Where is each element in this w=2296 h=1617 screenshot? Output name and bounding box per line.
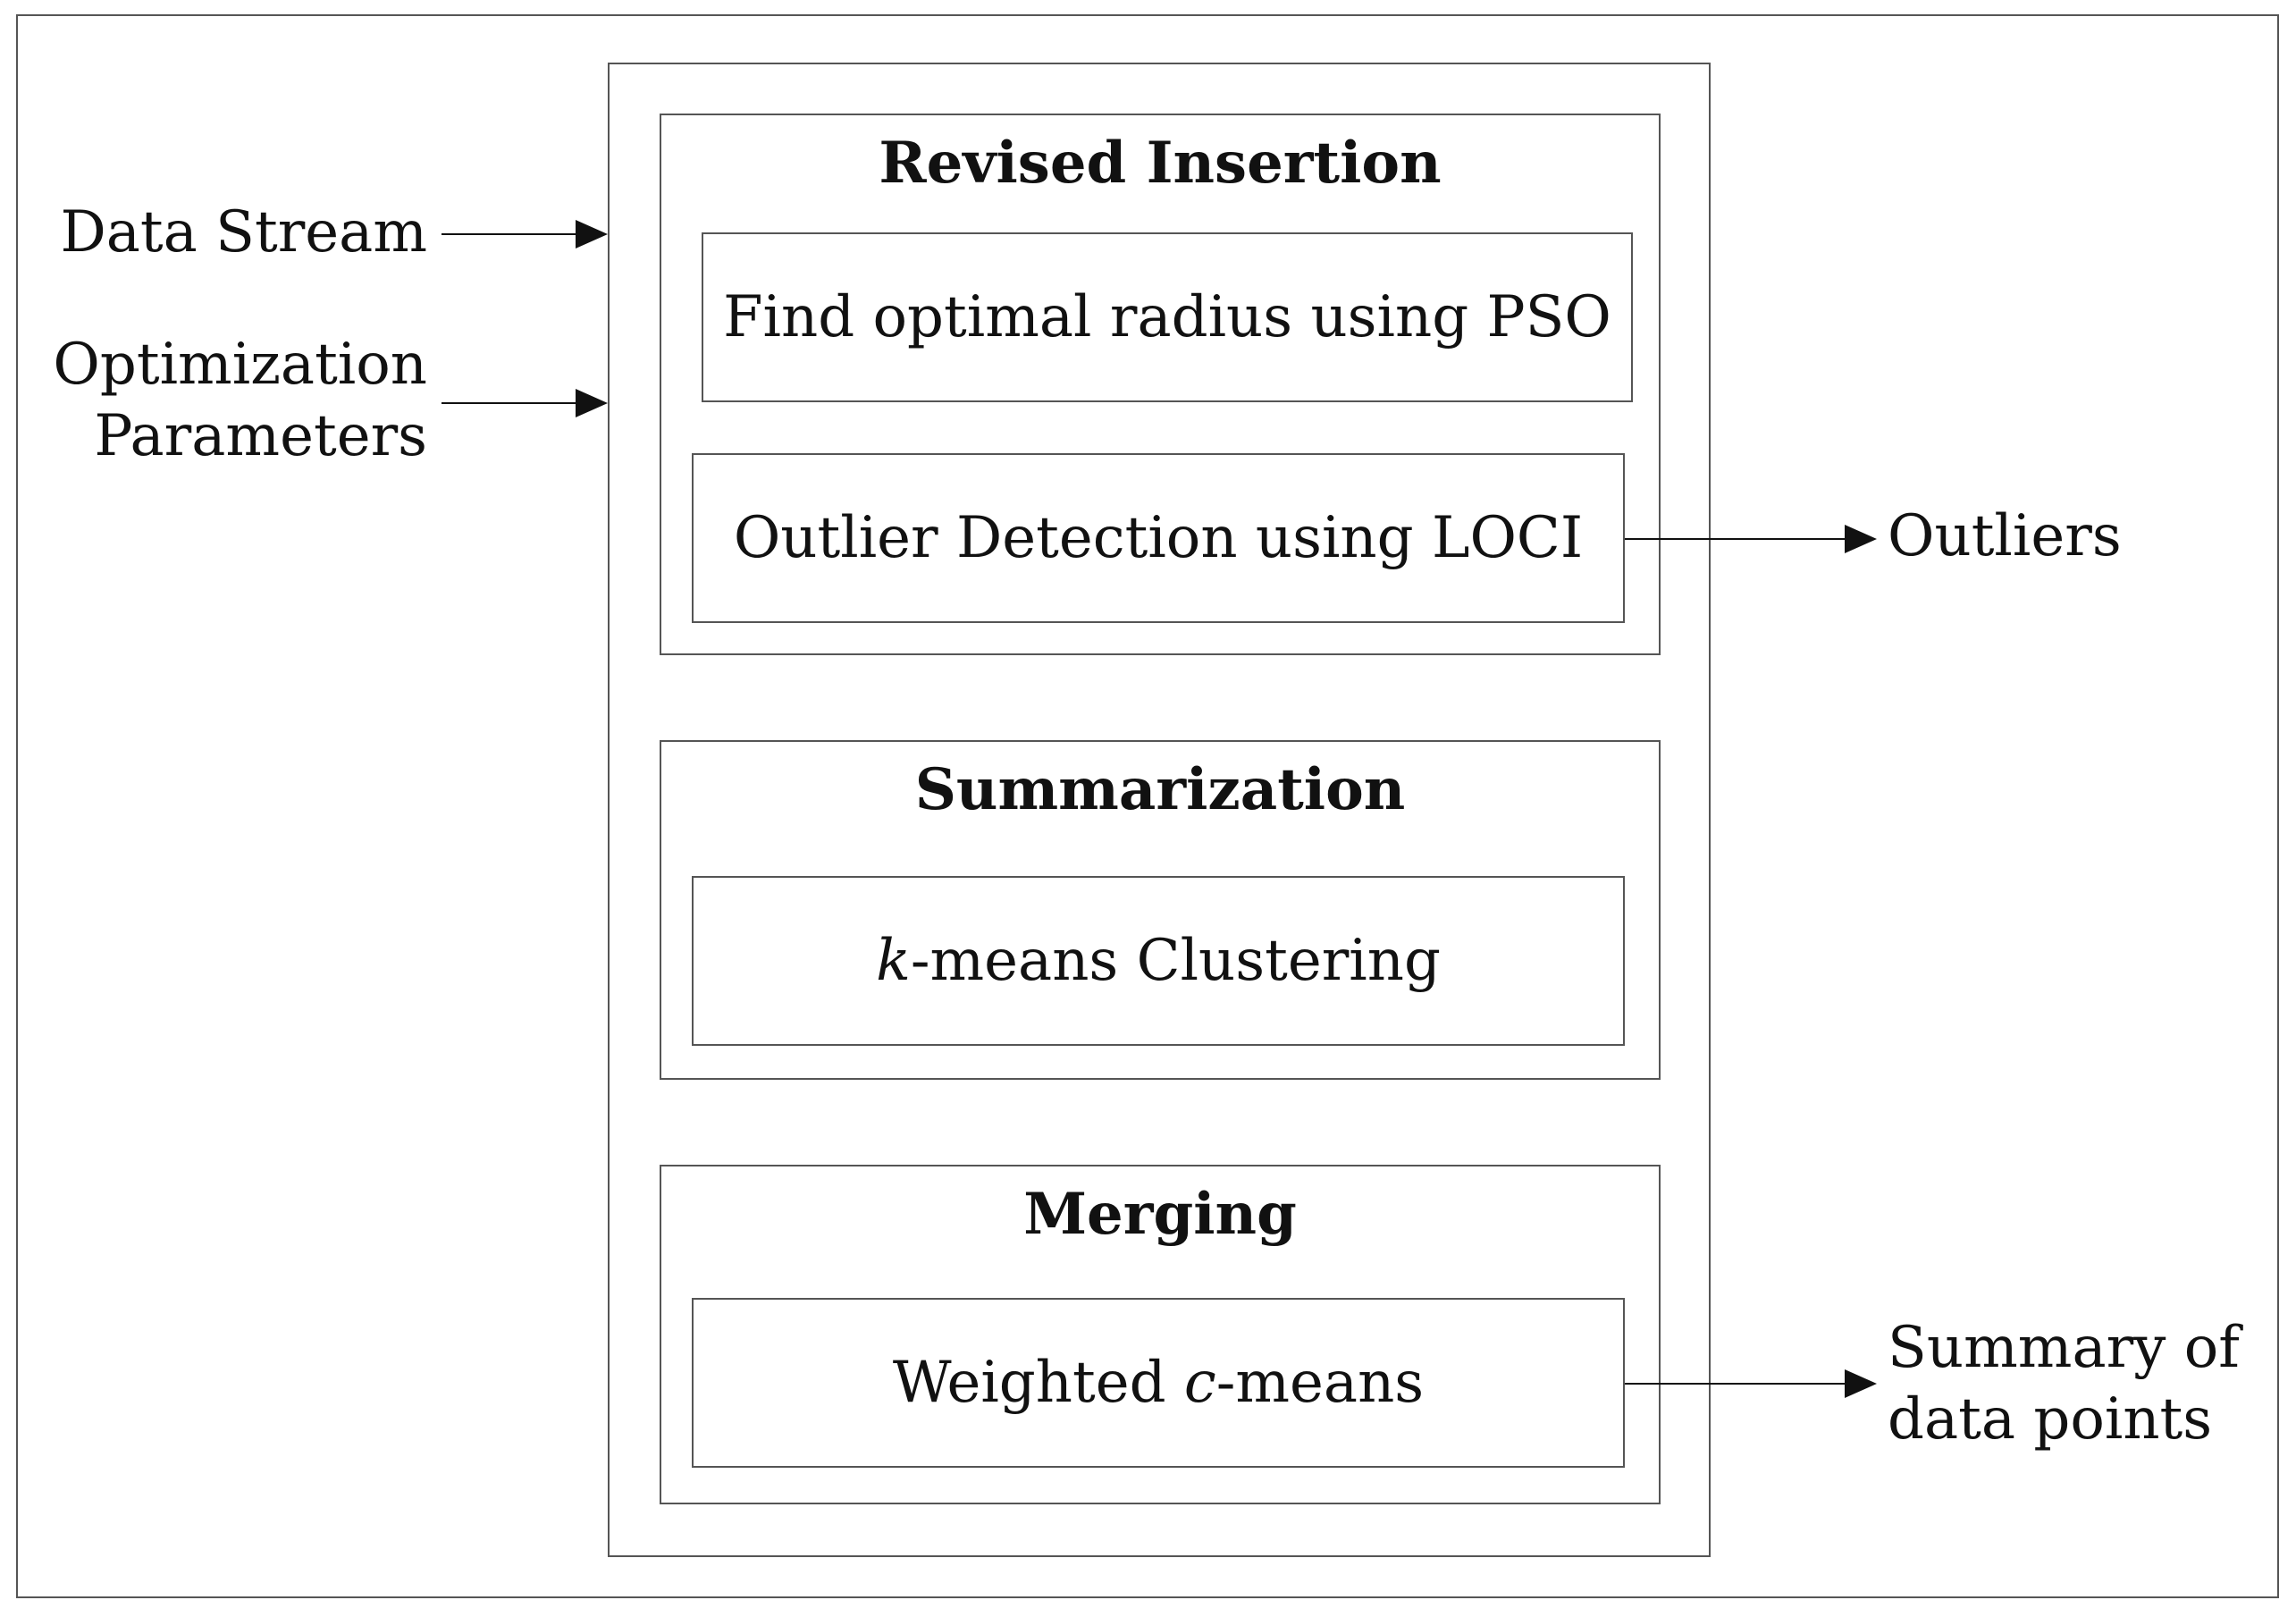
pso-step-label: Find optimal radius using PSO	[723, 284, 1611, 350]
outliers-label: Outliers	[1888, 503, 2122, 569]
optimization-parameters-label: Optimization Parameters	[53, 329, 427, 472]
cmeans-step-box: Weighted c-means	[692, 1298, 1625, 1468]
data-stream-arrow	[442, 220, 608, 248]
summary-of-data-points-label: Summary of data points	[1888, 1312, 2240, 1455]
optimization-parameters-arrow	[442, 389, 608, 417]
kmeans-step-text: -means Clustering	[910, 928, 1441, 994]
kmeans-step-label: k-means Clustering	[876, 932, 1441, 990]
merging-title: Merging	[1023, 1181, 1297, 1248]
diagram-frame	[16, 14, 2279, 1598]
cmeans-step-label: Weighted c-means	[893, 1354, 1424, 1411]
pso-step-box: Find optimal radius using PSO	[702, 232, 1633, 402]
kmeans-step-box: k-means Clustering	[692, 876, 1625, 1046]
optimization-parameters-line2: Parameters	[94, 403, 427, 469]
cmeans-prefix-text: Weighted	[892, 1350, 1184, 1416]
summarization-title: Summarization	[914, 756, 1406, 823]
revised-insertion-title: Revised Insertion	[879, 130, 1442, 197]
cmeans-c-symbol: c	[1183, 1350, 1216, 1416]
optimization-parameters-line1: Optimization	[53, 332, 427, 398]
data-stream-label: Data Stream	[60, 199, 427, 265]
summary-line1: Summary of	[1888, 1315, 2240, 1381]
loci-step-box: Outlier Detection using LOCI	[692, 453, 1625, 623]
outliers-arrow	[1625, 525, 1877, 553]
summary-arrow	[1625, 1369, 1877, 1398]
cmeans-step-text: -means	[1215, 1350, 1425, 1416]
summary-line2: data points	[1888, 1386, 2213, 1453]
kmeans-k-symbol: k	[876, 928, 911, 994]
loci-step-label: Outlier Detection using LOCI	[733, 505, 1584, 571]
